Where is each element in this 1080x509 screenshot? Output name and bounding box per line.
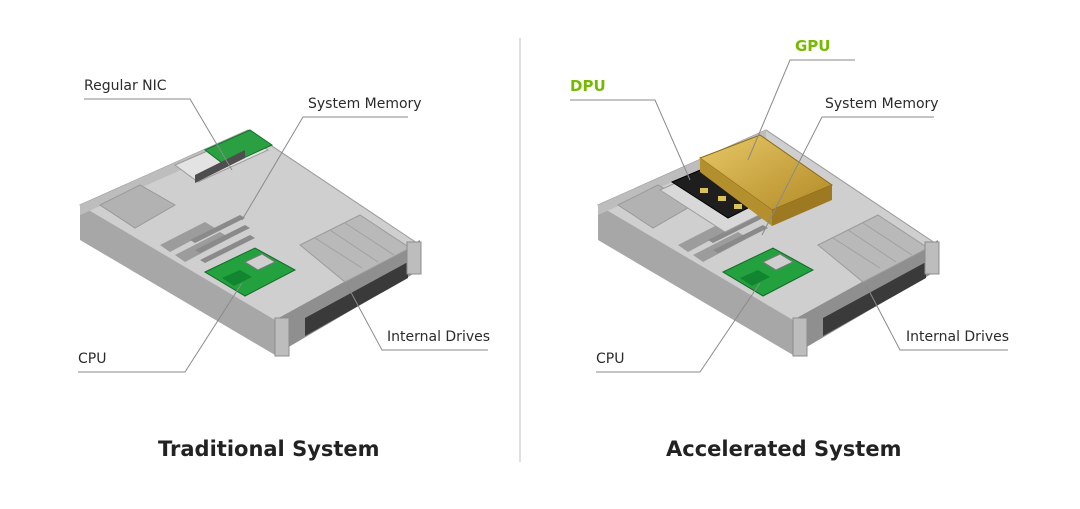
label-system-memory-right: System Memory: [825, 96, 939, 112]
label-dpu: DPU: [570, 77, 606, 95]
leader-line-system-memory-left: [241, 116, 408, 221]
label-internal-drives-right: Internal Drives: [906, 329, 1010, 345]
leader-line-gpu: [747, 59, 855, 161]
leader-line-system-memory-right: [761, 116, 934, 236]
leader-line-dpu: [570, 99, 691, 181]
leader-line-internal-drives-left: [346, 284, 488, 351]
caption-traditional-system: Traditional System: [158, 437, 380, 461]
leader-line-cpu-left: [78, 282, 243, 373]
leader-line-regular-nic: [84, 98, 233, 171]
label-regular-nic: Regular NIC: [84, 78, 167, 94]
label-cpu-left: CPU: [78, 351, 107, 367]
label-gpu: GPU: [795, 37, 831, 55]
leader-line-cpu-right: [596, 282, 761, 373]
accelerated-server-illustration: [597, 129, 940, 357]
leader-line-internal-drives-right: [865, 284, 1008, 351]
caption-accelerated-system: Accelerated System: [666, 437, 902, 461]
traditional-server-illustration: [79, 129, 422, 357]
label-system-memory-left: System Memory: [308, 96, 422, 112]
leader-lines: [78, 59, 1008, 373]
label-internal-drives-left: Internal Drives: [387, 329, 491, 345]
label-cpu-right: CPU: [596, 351, 625, 367]
